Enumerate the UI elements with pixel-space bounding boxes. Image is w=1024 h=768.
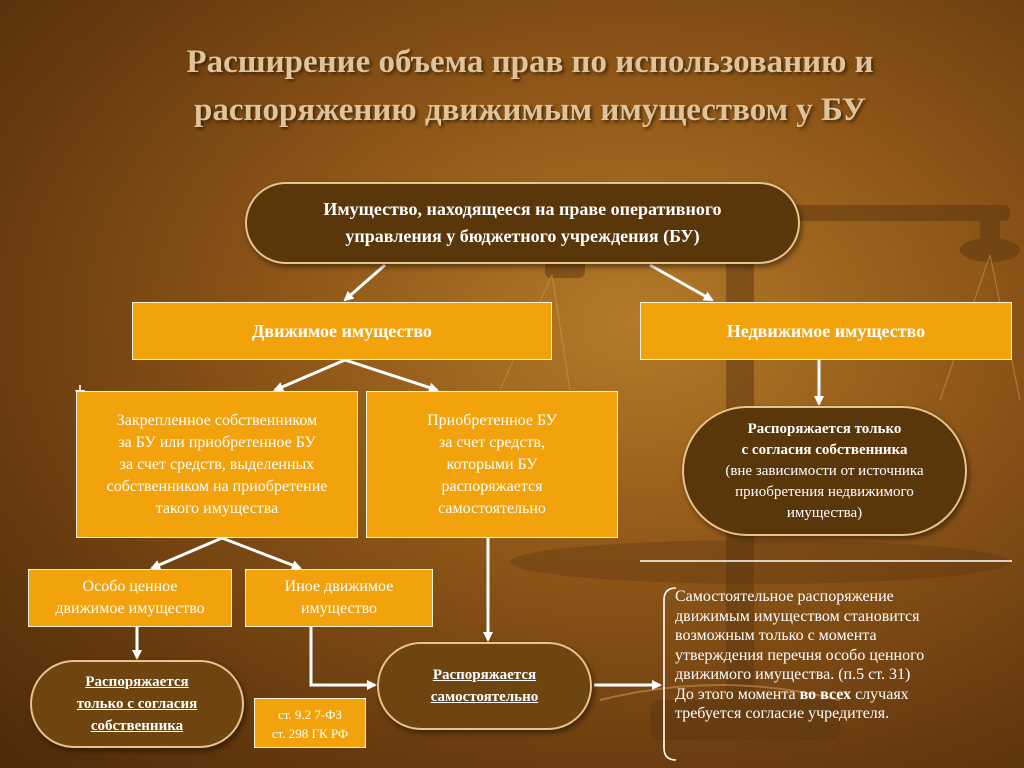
assigned-line-5: такого имущества	[155, 499, 279, 517]
independent-node: Распоряжается самостоятельно	[377, 642, 592, 730]
note-line-5: движимого имущества. (п.5 ст. 31)	[675, 666, 911, 683]
reference-line-1: ст. 9.2 7-ФЗ	[277, 707, 343, 722]
note-line-4: утверждения перечня особо ценного	[675, 646, 925, 664]
assigned-line-2: за БУ или приобретенное БУ	[118, 433, 316, 451]
movable-property-box: Движимое имущество	[132, 302, 552, 360]
immovable-property-box: Недвижимое имущество	[640, 302, 1012, 360]
other-movable-line-2: имущество	[300, 600, 378, 617]
owner-consent-node: Распоряжается только с согласия собствен…	[30, 660, 244, 748]
acquired-line-1: Приобретенное БУ	[427, 411, 557, 429]
acquired-property-box: Приобретенное БУ за счет средств, которы…	[366, 391, 618, 538]
owner-consent-line-3: собственника	[90, 718, 184, 734]
reference-line-2: ст. 298 ГК РФ	[271, 726, 349, 741]
note-line-3: возможным только с момента	[675, 627, 877, 644]
note-line-2: движимым имуществом становится	[675, 607, 920, 625]
note-bracket	[663, 587, 677, 761]
especially-valuable-line-1: Особо ценное	[82, 578, 178, 595]
acquired-line-5: самостоятельно	[438, 499, 546, 517]
root-node: Имущество, находящееся на праве оператив…	[245, 182, 800, 264]
legal-reference-box: ст. 9.2 7-ФЗ ст. 298 ГК РФ	[254, 698, 366, 748]
assigned-line-3: за счет средств, выделенных	[119, 455, 315, 473]
title-line-1: Расширение объема прав по использованию …	[186, 44, 874, 80]
arrow-assigned-to-valuable	[150, 536, 223, 570]
note-line-6-a: До этого момента	[675, 685, 800, 703]
condition-note: Самостоятельное распоряжение движимым им…	[675, 587, 1020, 724]
assigned-line-4: собственником на приобретение	[106, 477, 328, 495]
acquired-line-4: распоряжается	[441, 477, 543, 495]
arrow-movable-to-assigned	[273, 358, 346, 392]
arrow-assigned-to-other	[221, 536, 302, 570]
note-line-1: Самостоятельное распоряжение	[675, 588, 894, 605]
immovable-rule-line-1: Распоряжается только	[747, 420, 902, 437]
note-line-6: До этого момента во всех случаях	[675, 685, 1020, 705]
title-line-2: распоряжению движимым имуществом у БУ	[194, 92, 866, 128]
independent-line-2: самостоятельно	[430, 689, 539, 705]
immovable-property-label: Недвижимое имущество	[726, 320, 926, 341]
arrow-movable-to-acquired	[344, 358, 439, 393]
immovable-rule-line-3: (вне зависимости от источника	[725, 462, 924, 479]
acquired-line-2: за счет средств,	[438, 433, 546, 451]
immovable-rule-line-4: приобретения недвижимого	[735, 483, 914, 500]
immovable-rule-node: Распоряжается только с согласия собствен…	[682, 406, 967, 536]
arrow-root-to-immovable	[649, 263, 714, 302]
note-line-6-b: во всех	[799, 685, 852, 703]
note-line-6-c: случаях	[851, 685, 909, 703]
page-title: Расширение объема прав по использованию …	[60, 38, 1000, 134]
assigned-line-1: Закрепленное собственником	[116, 411, 318, 429]
root-line-2: управления у бюджетного учреждения (БУ)	[345, 226, 700, 246]
owner-consent-line-2: только с согласия	[76, 696, 198, 712]
note-line-7: требуется согласие учредителя.	[675, 705, 890, 722]
arrow-other-to-independent	[309, 627, 377, 690]
especially-valuable-line-2: движимое имущество	[55, 600, 205, 617]
immovable-rule-line-2: с согласия собственника	[741, 441, 908, 458]
other-movable-box: Иное движимое имущество	[245, 569, 433, 627]
assigned-property-box: Закрепленное собственником за БУ или при…	[76, 391, 358, 538]
other-movable-line-1: Иное движимое	[284, 578, 394, 595]
movable-property-label: Движимое имущество	[252, 320, 432, 341]
especially-valuable-box: Особо ценное движимое имущество	[28, 569, 232, 627]
independent-line-1: Распоряжается	[432, 667, 537, 683]
root-line-1: Имущество, находящееся на праве оператив…	[323, 199, 722, 219]
owner-consent-line-1: Распоряжается	[85, 674, 189, 690]
immovable-rule-line-5: имущества)	[786, 504, 863, 521]
acquired-line-3: которыми БУ	[446, 455, 538, 473]
arrow-root-to-movable	[343, 263, 386, 302]
